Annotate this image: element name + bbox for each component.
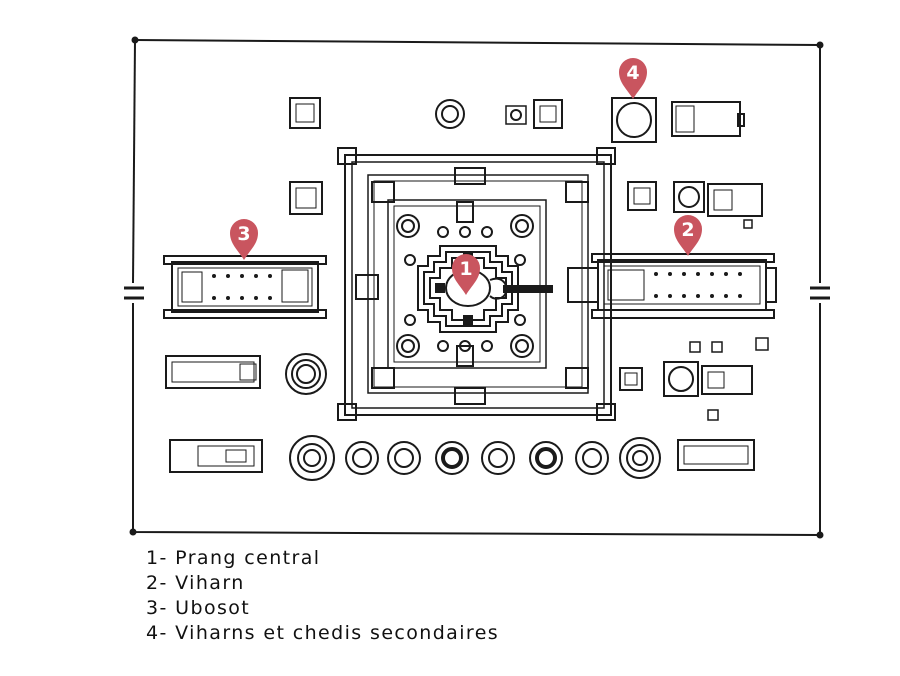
marker-1-label: 1 [459, 258, 472, 280]
secondary-viharns [165, 101, 763, 473]
marker-3: 3 [230, 219, 258, 260]
legend-item-3: 3- Ubosot [146, 597, 251, 619]
central-prang [417, 245, 553, 333]
map-pin-icon [619, 58, 647, 99]
legend-item-2: 2- Viharn [146, 572, 245, 594]
legend-item-4: 4- Viharns et chedis secondaires [146, 622, 500, 644]
marker-4: 4 [619, 58, 647, 99]
legend-item-1: 1- Prang central [146, 547, 321, 569]
marker-2: 2 [674, 215, 702, 256]
temple-site-plan: 1 2 3 4 [124, 36, 830, 539]
map-pin-icon [452, 254, 480, 295]
inner-courtyard [387, 199, 547, 369]
map-pin-icon [674, 215, 702, 256]
legend: 1- Prang central 2- Viharn 3- Ubosot 4- … [146, 546, 499, 646]
viharn-main [567, 253, 777, 319]
marker-1: 1 [452, 254, 480, 295]
ubosot [163, 255, 327, 319]
marker-3-label: 3 [237, 223, 250, 245]
marker-2-label: 2 [681, 219, 694, 241]
map-pin-icon [230, 219, 258, 260]
marker-4-label: 4 [626, 62, 639, 84]
outer-enclosure-wall [124, 36, 830, 539]
central-gallery-wall [337, 147, 616, 421]
secondary-chedis [285, 97, 769, 481]
